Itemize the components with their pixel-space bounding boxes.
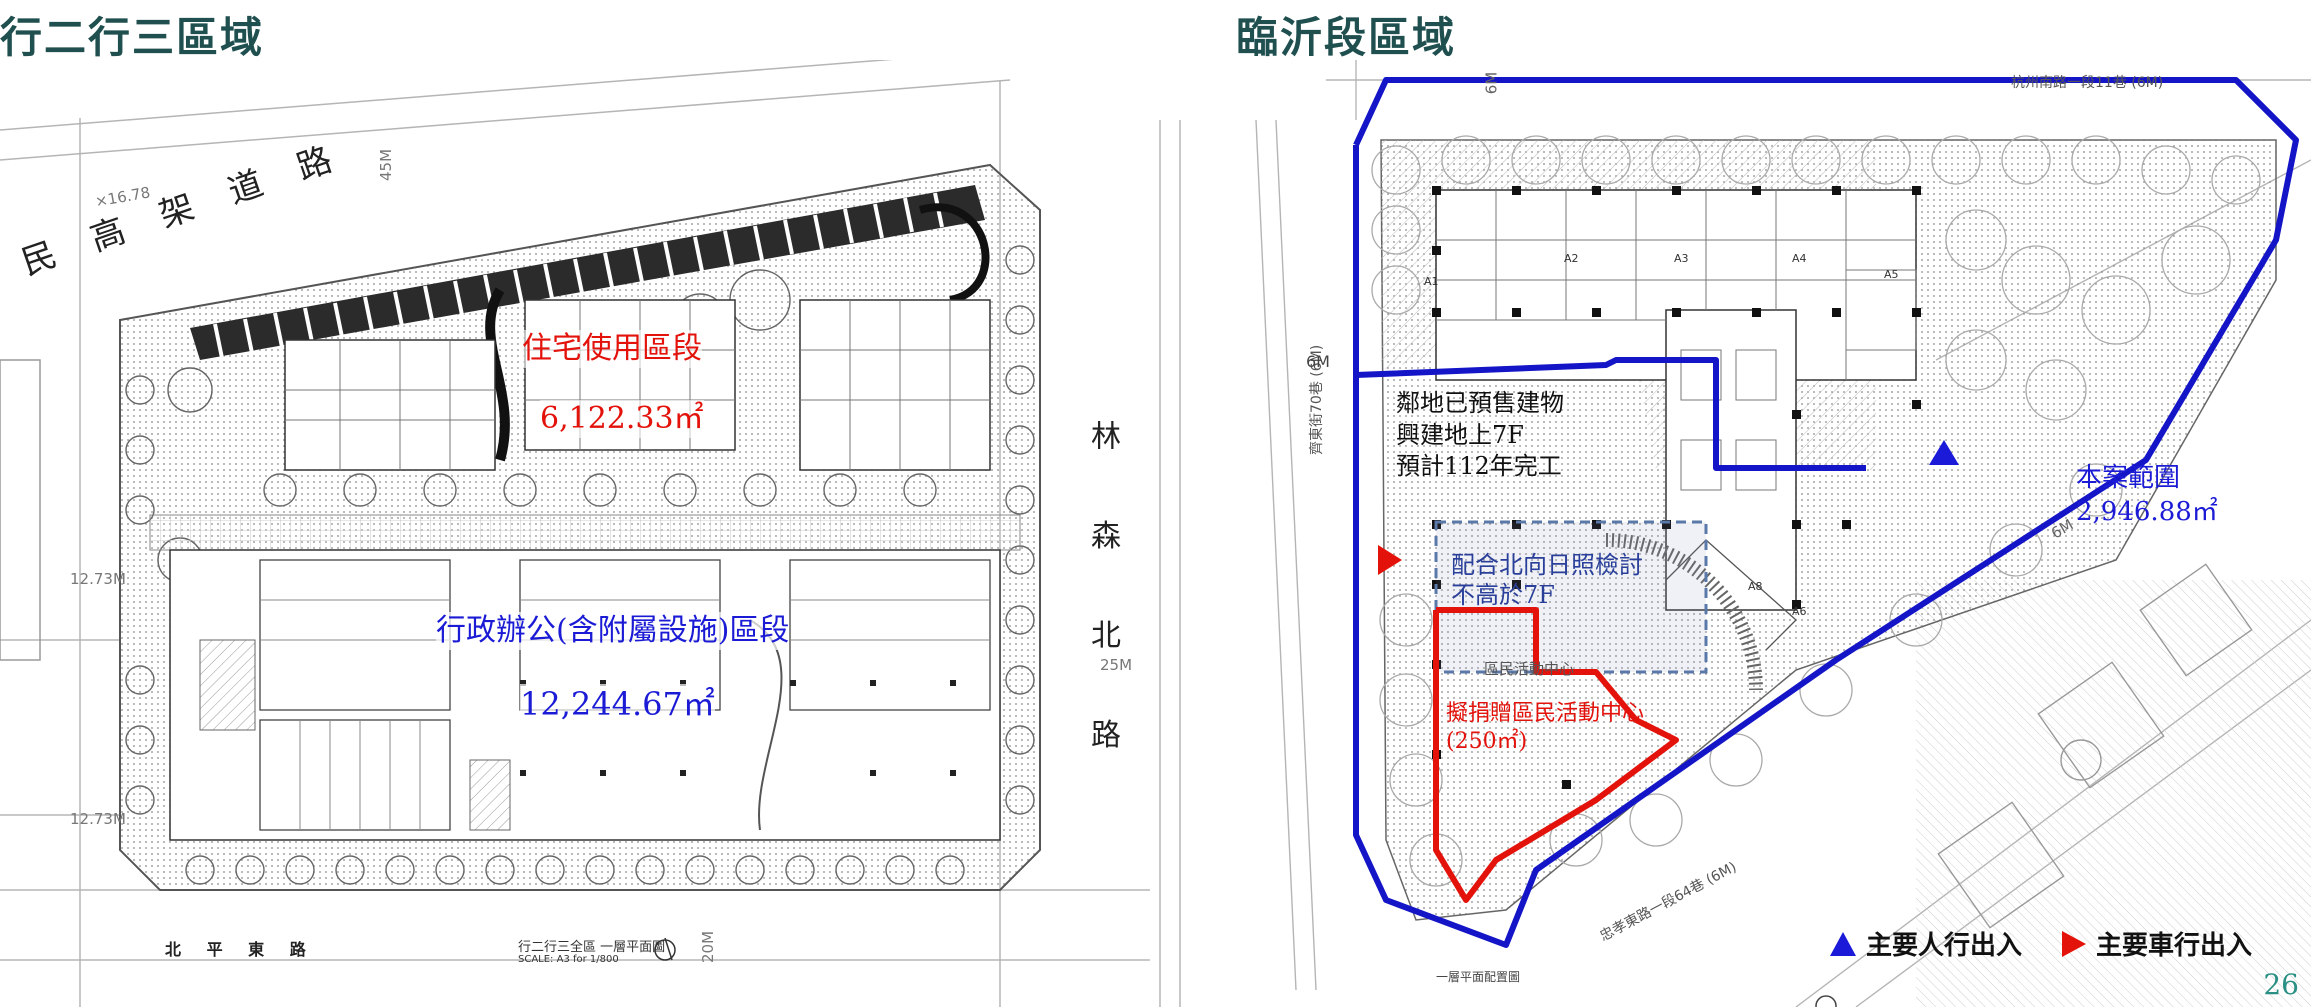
elevation-left-1: 12.73M xyxy=(70,570,126,588)
road-width-right: 25M xyxy=(1100,656,1133,674)
donated-community-center-note: 擬捐贈區民活動中心 (250㎡) xyxy=(1446,700,1644,755)
unit-tag-a6: A6 xyxy=(1792,605,1807,618)
neighbor-building-note: 鄰地已預售建物 興建地上7F 預計112年完工 xyxy=(1396,388,1564,483)
drawing-caption-left: 行二行三全區 一層平面圖 xyxy=(518,940,666,955)
lane-label-top: 杭州南路一段11巷 (6M) xyxy=(2011,75,2164,91)
unit-tag-a3: A3 xyxy=(1674,252,1689,265)
drawing-caption-right: 一層平面配置圖 xyxy=(1436,970,1521,984)
sunlight-note-line-1: 配合北向日照檢討 xyxy=(1451,551,1643,579)
unit-tag-a2: A2 xyxy=(1564,252,1579,265)
sunlight-note-line-2: 不高於7F xyxy=(1451,581,1555,609)
pedestrian-entrance-marker xyxy=(1929,440,1959,465)
residential-zone-label: 住宅使用區段 xyxy=(522,330,702,368)
right-plan-drawing xyxy=(1255,60,2311,1007)
left-section-title: 行二行三區域 xyxy=(0,13,265,62)
drawing-scale-left: SCALE: A3 for 1/800 xyxy=(518,954,619,965)
legend-vehicle-entrance: 主要車行出入 xyxy=(2062,925,2252,962)
unit-tag-a8: A8 xyxy=(1748,580,1763,593)
legend-pedestrian-entrance: 主要人行出入 xyxy=(1830,925,2022,962)
legend-vehicle-label: 主要車行出入 xyxy=(2096,931,2253,961)
community-plan-label: 區民活動中心 xyxy=(1484,660,1575,678)
road-width-top: 45M xyxy=(377,148,396,182)
unit-tag-a4: A4 xyxy=(1792,252,1807,265)
legend-pedestrian-label: 主要人行出入 xyxy=(1866,931,2023,961)
left-site-plan: 民 高 架 道 路 林 森 北 路 北 平 東 路 45M 25M 20M ×1… xyxy=(0,60,1190,1007)
residential-zone-area: 6,122.33㎡ xyxy=(540,400,704,438)
road-width-6m-top: 6M xyxy=(1482,71,1501,95)
pedestrian-triangle-icon xyxy=(1830,931,1856,956)
unit-tag-a5: A5 xyxy=(1884,268,1899,281)
road-label-linsen-north: 林 森 北 路 xyxy=(1085,420,1120,779)
community-note-line-1: 擬捐贈區民活動中心 xyxy=(1446,701,1645,726)
neighbor-note-line-3: 預計112年完工 xyxy=(1396,452,1562,481)
community-note-line-2: (250㎡) xyxy=(1446,728,1528,754)
site-extent-label: 本案範圍 xyxy=(2076,463,2181,493)
office-zone-area: 12,244.67㎡ xyxy=(520,684,715,724)
vehicle-entrance-marker xyxy=(1378,545,1402,575)
right-section-title: 臨沂段區域 xyxy=(1236,13,1457,62)
unit-tag-a1: A1 xyxy=(1424,275,1439,288)
right-site-plan: 杭州南路一段11巷 (6M) 齊東街70巷 (6M) 忠孝東路一段64巷 (6M… xyxy=(1236,60,2311,1007)
office-zone-label: 行政辦公(含附屬設施)區段 xyxy=(436,612,790,650)
vehicle-triangle-icon xyxy=(2062,930,2086,957)
neighbor-note-line-2: 興建地上7F xyxy=(1396,420,1524,449)
elevation-left-2: 12.73M xyxy=(70,810,126,828)
page-number: 26 xyxy=(2263,968,2299,1001)
site-extent-area: 2,946.88㎡ xyxy=(2076,497,2218,527)
neighbor-note-line-1: 鄰地已預售建物 xyxy=(1396,389,1564,417)
road-width-6m-left: 6M xyxy=(1306,352,1330,371)
sunlight-constraint-note: 配合北向日照檢討 不高於7F xyxy=(1451,550,1643,610)
road-width-bottom: 20M xyxy=(699,930,718,964)
road-label-beiping-east: 北 平 東 路 xyxy=(165,940,316,959)
